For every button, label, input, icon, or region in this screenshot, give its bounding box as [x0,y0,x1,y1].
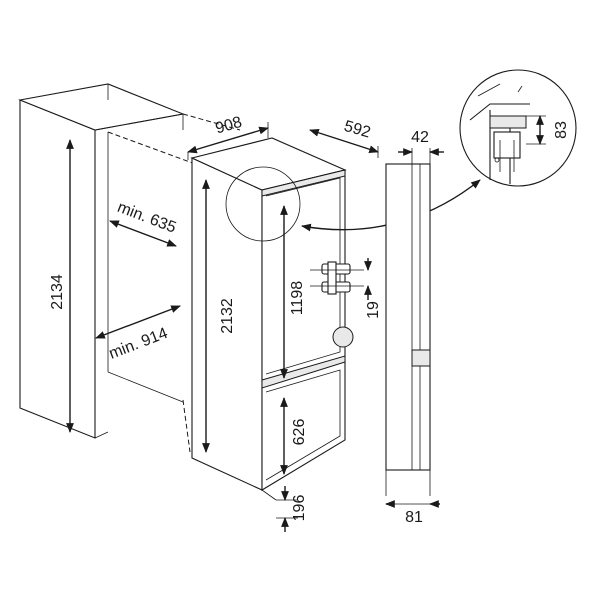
niche-cabinet [18,83,185,439]
label-2132: 2132 [219,298,236,334]
dim-niche-height: 2134 [49,139,74,433]
dim-2132: 2132 [202,179,236,453]
detail-circle-small [332,326,354,348]
label-81: 81 [405,509,423,526]
label-min-depth: min. 635 [115,199,178,237]
label-83: 83 [553,121,570,139]
side-profile [385,163,431,496]
label-1198: 1198 [289,281,306,316]
label-42: 42 [411,129,429,146]
hinge-detail: 19 [310,258,382,319]
fridge-appliance [190,137,347,501]
label-196: 196 [291,495,308,522]
label-626: 626 [291,419,308,446]
dim-83: 83 [526,115,570,145]
dim-81: 81 [385,500,440,526]
dim-626: 626 [280,397,308,475]
label-19: 19 [365,301,382,319]
dim-42: 42 [398,129,444,164]
detail-circle-top [225,166,301,242]
label-592: 592 [342,118,372,142]
detail-circle-large [459,69,577,187]
dim-592: 592 [309,118,379,158]
dim-908: 908 [187,114,269,160]
label-niche-height: 2134 [49,274,66,310]
dim-min-width: min. 914 [95,305,181,363]
dim-196: 196 [276,486,308,532]
dim-min-depth: min. 635 [109,199,178,247]
label-908: 908 [214,114,244,138]
